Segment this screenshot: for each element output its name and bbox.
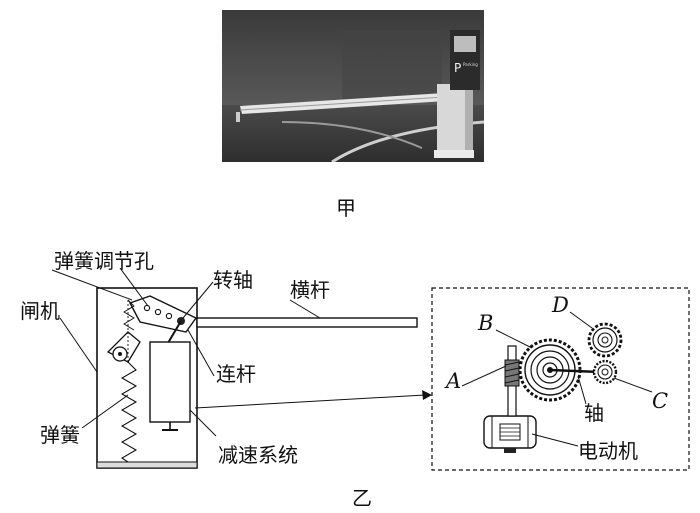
label-crossbar: 横杆 <box>290 278 330 302</box>
label-rotating-shaft: 转轴 <box>213 268 253 292</box>
label-gate: 闸机 <box>20 299 60 323</box>
detail-box <box>431 287 690 471</box>
label-point-c: C <box>652 389 668 413</box>
adjust-hole <box>165 312 173 320</box>
caption-figure-a: 甲 <box>336 196 356 220</box>
parking-sign-text: Parking <box>463 62 478 67</box>
axle <box>549 368 601 374</box>
detail-arrow <box>194 394 426 409</box>
label-point-b: B <box>477 311 493 335</box>
label-spring-adjust-hole: 弹簧调节孔 <box>54 249 154 273</box>
motor <box>483 415 537 453</box>
parking-sign-letter: P <box>454 61 461 75</box>
spring <box>120 361 138 463</box>
caption-figure-b: 乙 <box>352 486 372 510</box>
worm-a <box>504 359 520 387</box>
label-spring: 弹簧 <box>40 423 80 447</box>
crossbar <box>196 317 418 328</box>
label-point-a: A <box>444 369 461 393</box>
adjust-hole <box>154 308 162 316</box>
adjust-hole <box>143 304 151 312</box>
label-motor: 电动机 <box>578 439 638 463</box>
parking-barrier-photo: P Parking <box>222 10 484 162</box>
label-connecting-rod: 连杆 <box>216 362 256 386</box>
gear-c <box>592 359 618 385</box>
gate-base <box>96 461 198 469</box>
label-point-d: D <box>551 293 569 317</box>
photo-drawing: P Parking <box>222 10 484 162</box>
label-axle: 轴 <box>584 401 604 425</box>
gear-d <box>587 322 623 358</box>
reduction-box <box>149 341 191 423</box>
gate-cabinet <box>437 84 465 150</box>
label-reduction-system: 减速系统 <box>218 443 298 467</box>
